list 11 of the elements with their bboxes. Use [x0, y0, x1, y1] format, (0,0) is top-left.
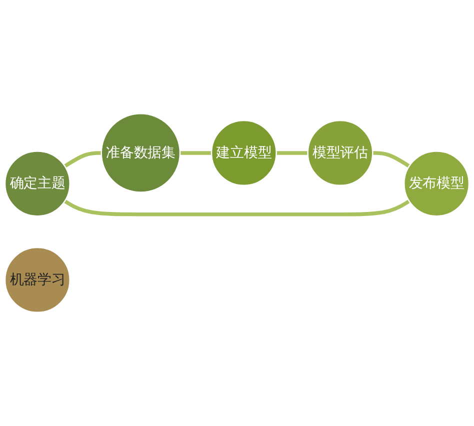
- node-circle: [4, 246, 70, 313]
- connector: [180, 151, 212, 155]
- connector: [64, 151, 102, 168]
- connector: [276, 151, 308, 155]
- node-circle: [4, 150, 70, 217]
- connector: [64, 199, 410, 216]
- node-circle: [100, 113, 181, 193]
- node-circle: [210, 120, 277, 186]
- node-circle: [307, 120, 374, 186]
- node-circle: [404, 150, 470, 217]
- connector: [372, 151, 410, 168]
